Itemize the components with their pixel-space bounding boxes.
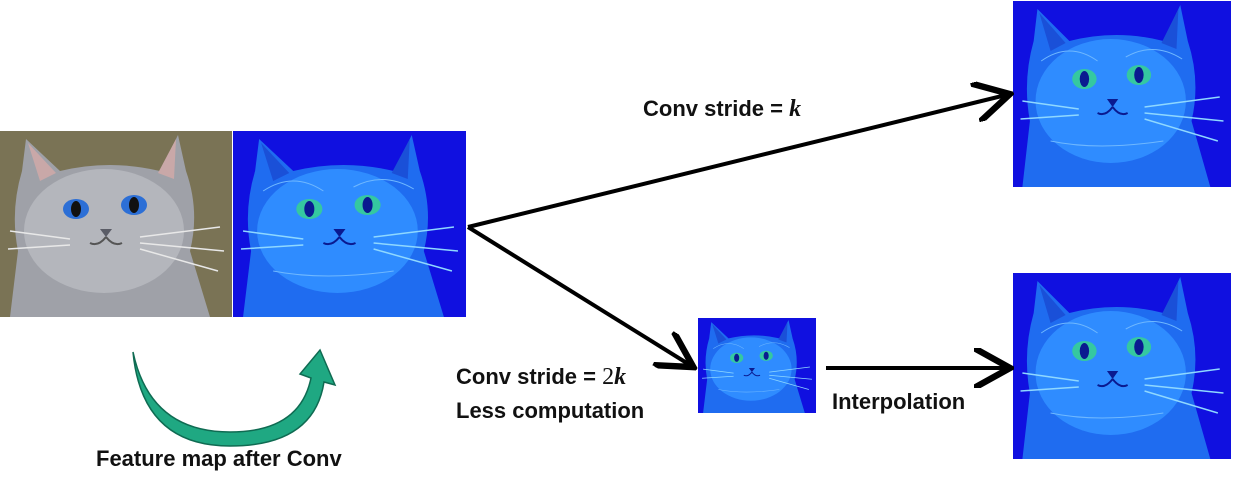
curved-arrow-icon bbox=[132, 348, 337, 447]
arrow-to-stride-2k bbox=[466, 225, 690, 365]
arrow-to-stride-k bbox=[467, 95, 1006, 229]
feature-map-caption: Feature map after Conv bbox=[96, 446, 342, 471]
stride-k-label: Conv stride = k bbox=[643, 96, 802, 122]
stride-2k-label: Conv stride = 2k bbox=[456, 364, 627, 390]
interpolation-label: Interpolation bbox=[832, 389, 966, 414]
less-computation-label: Less computation bbox=[456, 398, 645, 423]
